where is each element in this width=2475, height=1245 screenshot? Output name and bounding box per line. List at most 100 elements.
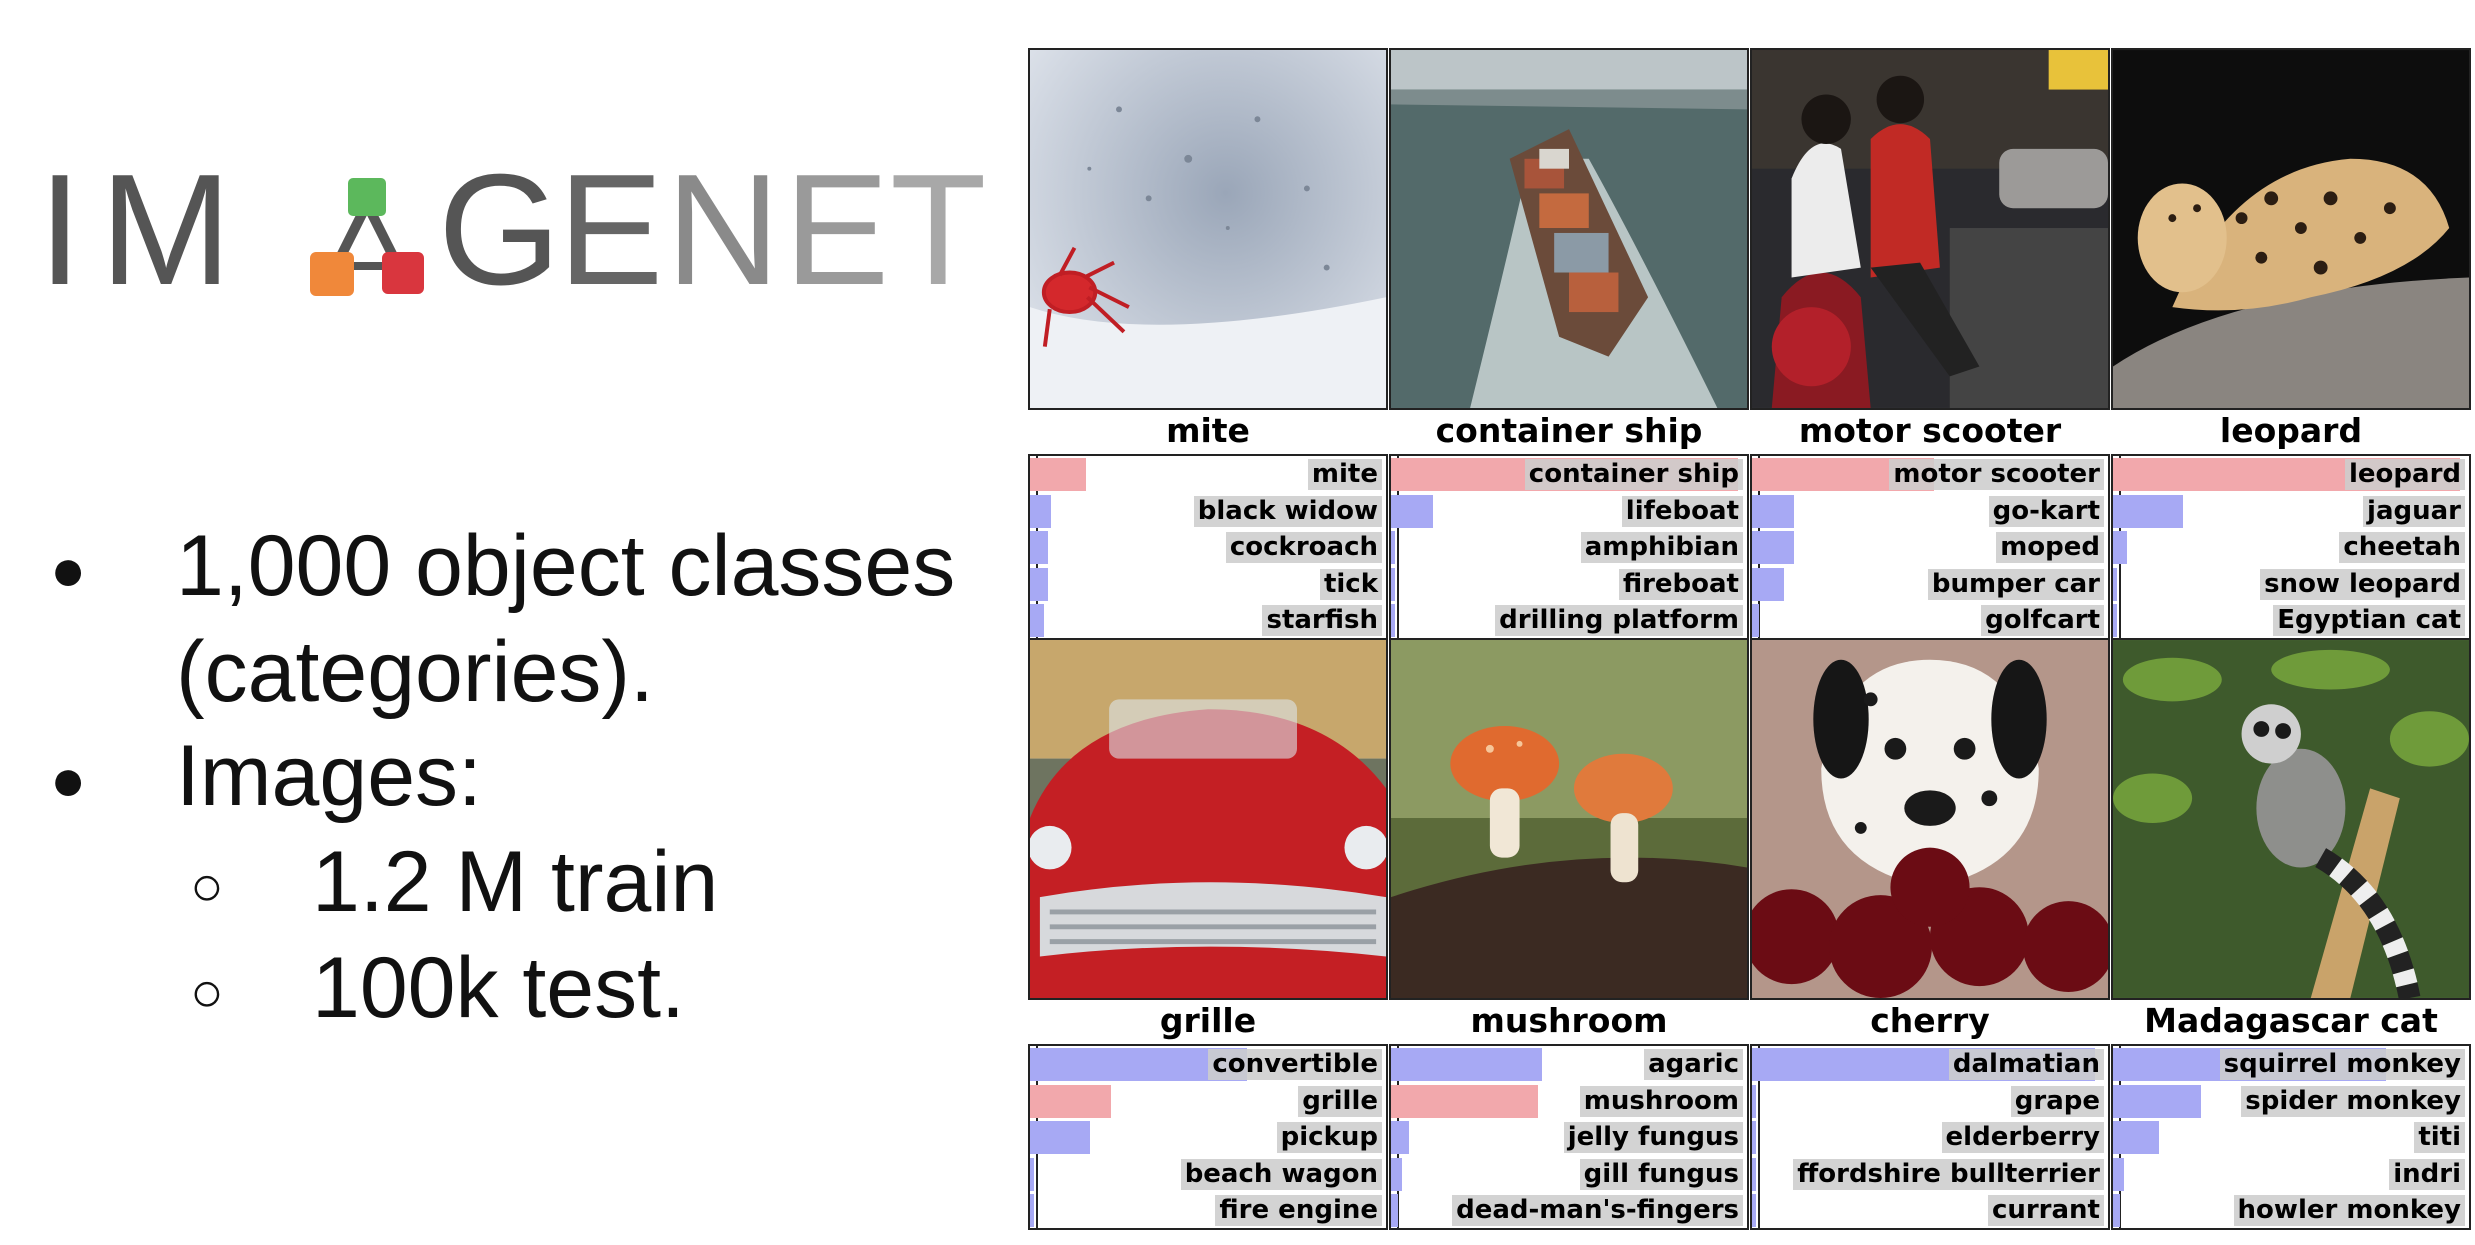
true-label: grille — [1159, 1001, 1257, 1040]
sub-bullet-marker: ○ — [190, 854, 224, 917]
prediction-label: convertible — [1208, 1049, 1382, 1080]
prediction-label: indri — [2389, 1158, 2465, 1190]
prediction-row: spider monkey — [2113, 1083, 2469, 1120]
bullet-marker: ● — [50, 746, 87, 813]
prediction-row: agaric — [1391, 1046, 1747, 1083]
prediction-bar — [1030, 458, 1086, 491]
prediction-row: mite — [1030, 456, 1386, 493]
prediction-label: pickup — [1276, 1122, 1382, 1154]
prediction-bar — [1752, 531, 1794, 565]
prediction-row: bumper car — [1752, 566, 2108, 603]
prediction-bar — [1752, 1157, 1756, 1191]
prediction-row: squirrel monkey — [2113, 1046, 2469, 1083]
prediction-row: go-kart — [1752, 493, 2108, 530]
true-label: leopard — [2219, 411, 2363, 450]
prediction-row: mushroom — [1391, 1083, 1747, 1120]
prediction-row: moped — [1752, 529, 2108, 566]
prediction-label: cockroach — [1225, 532, 1382, 564]
prediction-label: go-kart — [1988, 495, 2104, 527]
prediction-label: mushroom — [1579, 1085, 1743, 1117]
axis-line — [1758, 1046, 1760, 1228]
example-photo — [1750, 48, 2110, 410]
prediction-row: dalmatian — [1752, 1046, 2108, 1083]
prediction-row: container ship — [1391, 456, 1747, 493]
prediction-label: fire engine — [1215, 1195, 1382, 1227]
prediction-row: grille — [1030, 1083, 1386, 1120]
prediction-bar — [2113, 1121, 2159, 1155]
prediction-row: indri — [2113, 1156, 2469, 1193]
prediction-bar — [2113, 1194, 2120, 1228]
logo-letter-e2: E — [784, 142, 890, 318]
axis-line — [1397, 456, 1399, 638]
prediction-label: grape — [2010, 1085, 2104, 1117]
prediction-bar — [1391, 1194, 1398, 1228]
prediction-label: squirrel monkey — [2219, 1049, 2465, 1080]
prediction-bar — [1030, 567, 1048, 601]
example-photo — [2111, 48, 2471, 410]
prediction-bar — [1391, 1157, 1402, 1191]
prediction-bar — [1752, 1194, 1756, 1228]
true-label: container ship — [1435, 411, 1703, 450]
prediction-label: lifeboat — [1621, 495, 1743, 527]
true-label: mushroom — [1470, 1001, 1668, 1040]
prediction-row: titi — [2113, 1119, 2469, 1156]
prediction-row: beach wagon — [1030, 1156, 1386, 1193]
true-label: motor scooter — [1798, 411, 2062, 450]
prediction-label: mite — [1307, 459, 1382, 490]
prediction-row: ffordshire bullterrier — [1752, 1156, 2108, 1193]
prediction-row: leopard — [2113, 456, 2469, 493]
prediction-label: Egyptian cat — [2273, 605, 2465, 637]
bullet-text: Images: — [176, 728, 482, 824]
prediction-row: dead-man's-fingers — [1391, 1192, 1747, 1229]
prediction-bar — [1030, 1121, 1090, 1155]
logo-letter-i: I — [38, 142, 82, 318]
prediction-label: leopard — [2345, 459, 2465, 490]
logo-letter-e: E — [558, 142, 664, 318]
prediction-row: howler monkey — [2113, 1192, 2469, 1229]
prediction-row: jelly fungus — [1391, 1119, 1747, 1156]
true-label: Madagascar cat — [2144, 1001, 2438, 1040]
logo-letter-g: G — [438, 142, 561, 318]
prediction-row: motor scooter — [1752, 456, 2108, 493]
logo-letter-n: N — [666, 142, 781, 318]
prediction-row: cheetah — [2113, 529, 2469, 566]
prediction-row: black widow — [1030, 493, 1386, 530]
prediction-row: grape — [1752, 1083, 2108, 1120]
example-photo — [1028, 48, 1388, 410]
prediction-bar — [1391, 1084, 1538, 1118]
imagenet-logo: I M G E N E T — [38, 150, 998, 310]
prediction-label: elderberry — [1941, 1122, 2104, 1154]
prediction-label: black widow — [1193, 495, 1382, 527]
prediction-row: lifeboat — [1391, 493, 1747, 530]
example-photo — [1750, 638, 2110, 1000]
prediction-bar — [1752, 567, 1784, 601]
prediction-row: fireboat — [1391, 566, 1747, 603]
prediction-bar — [1030, 494, 1051, 528]
prediction-bar — [2113, 604, 2117, 638]
prediction-label: howler monkey — [2233, 1195, 2465, 1227]
prediction-label: grille — [1298, 1085, 1382, 1117]
prediction-bar — [1391, 567, 1395, 601]
prediction-label: titi — [2414, 1122, 2465, 1154]
prediction-label: tick — [1319, 568, 1382, 600]
prediction-bar — [1391, 531, 1395, 565]
true-label: cherry — [1870, 1001, 1990, 1040]
prediction-row: drilling platform — [1391, 602, 1747, 639]
prediction-row: amphibian — [1391, 529, 1747, 566]
prediction-label: cheetah — [2339, 532, 2465, 564]
prediction-label: jelly fungus — [1563, 1122, 1743, 1154]
prediction-row: convertible — [1030, 1046, 1386, 1083]
example-photo — [2111, 638, 2471, 1000]
example-photo — [1389, 48, 1749, 410]
prediction-label: agaric — [1644, 1049, 1743, 1080]
sub-bullet-text: 1.2 M train — [312, 834, 719, 930]
prediction-bar — [1752, 604, 1759, 638]
